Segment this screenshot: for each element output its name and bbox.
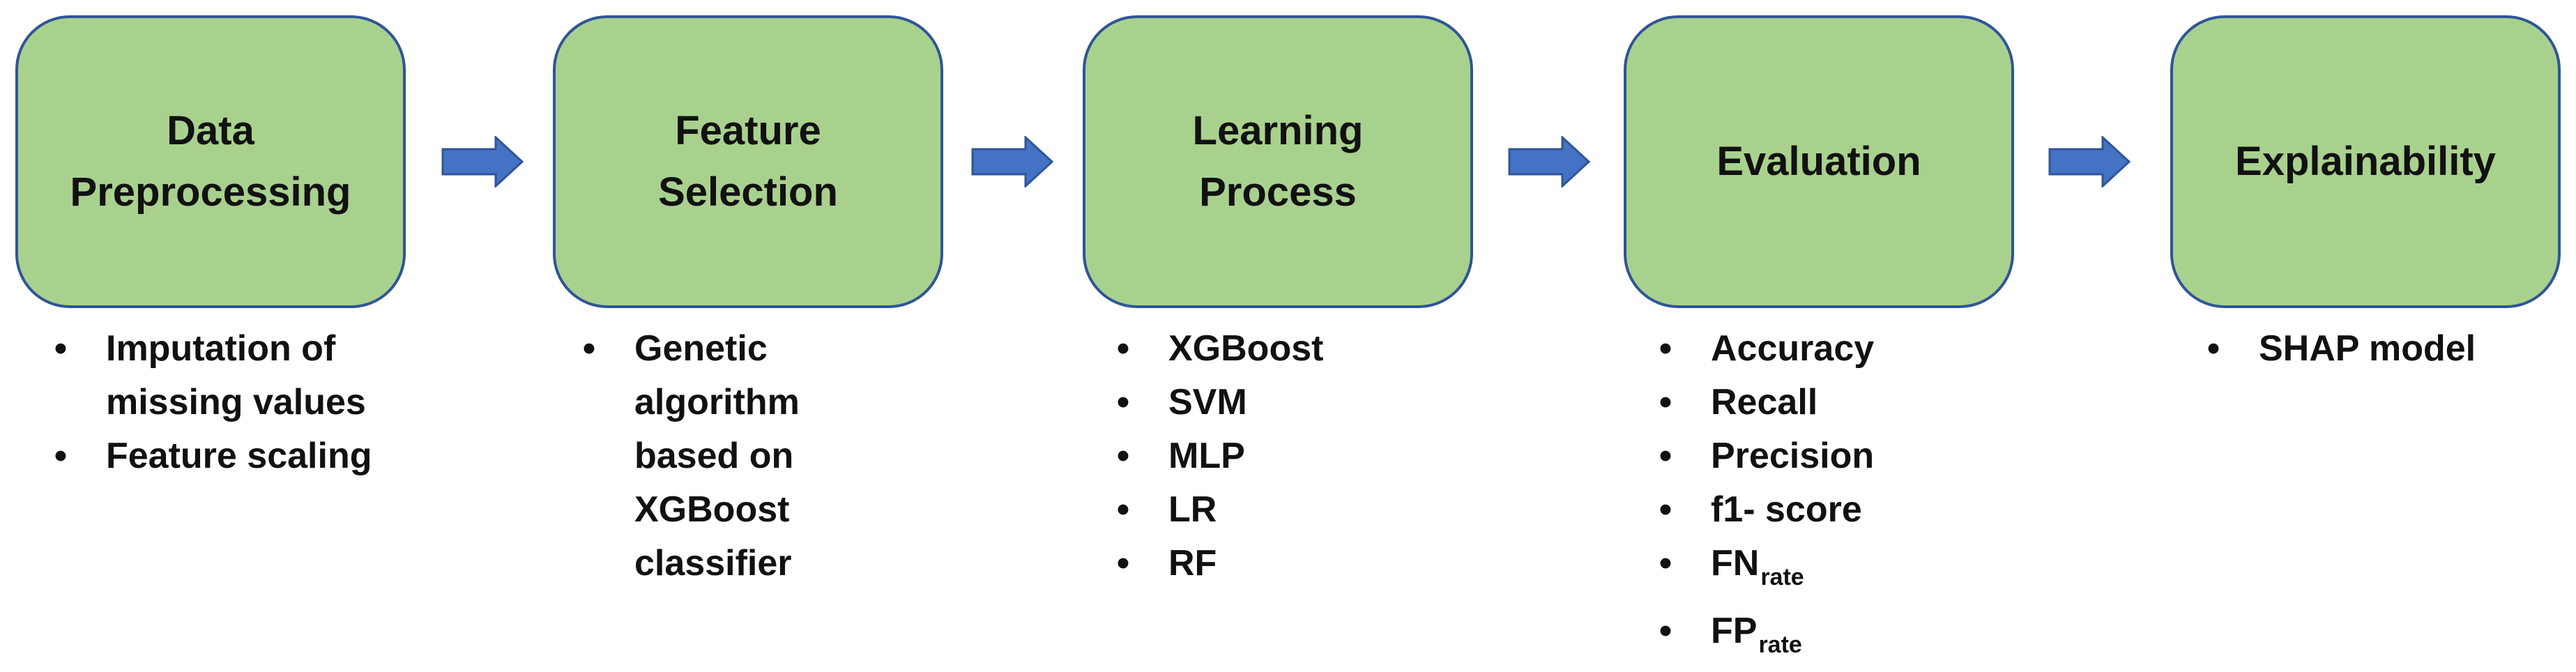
bullet-item: • FPrate bbox=[1648, 604, 1874, 672]
bullet-subscript: rate bbox=[1760, 564, 1804, 590]
stage-title: Explainability bbox=[2235, 139, 2496, 184]
bullet-text: SVM bbox=[1168, 382, 1247, 422]
stage-bullets-evaluation: •Accuracy•Recall•Precision•f1- score•FNr… bbox=[1648, 322, 1874, 672]
bullet-text: Precision bbox=[1711, 436, 1875, 476]
bullet-item: based on bbox=[572, 429, 800, 483]
bullet-item: algorithm bbox=[572, 376, 800, 429]
stage-bullets-feature-selection: • Genetic algorithm based on XGBoost classifi… bbox=[572, 322, 800, 590]
bullet-text: SHAP model bbox=[2259, 328, 2476, 369]
bullet-item: • Precision bbox=[1648, 429, 1874, 483]
bullet-item: • MLP bbox=[1106, 429, 1323, 483]
bullet-dot-icon: • bbox=[1659, 382, 1672, 422]
stage-title: Evaluation bbox=[1716, 139, 1921, 184]
stage-box-explainability: Explainability bbox=[2170, 15, 2561, 308]
bullet-item: • f1- score bbox=[1648, 483, 1874, 537]
bullet-item: XGBoost bbox=[572, 483, 800, 537]
bullet-dot-icon: • bbox=[1116, 436, 1130, 476]
bullet-text: algorithm bbox=[634, 382, 800, 422]
bullet-item: • Recall bbox=[1648, 376, 1874, 429]
stage-box-data-preprocessing: Data Preprocessing bbox=[15, 15, 406, 308]
stage-bullets-data-preprocessing: • Imputation of missing values • Feature sca… bbox=[43, 322, 372, 483]
bullet-item: • Accuracy bbox=[1648, 322, 1874, 376]
bullet-text: FN bbox=[1711, 543, 1760, 583]
bullet-text: classifier bbox=[634, 543, 792, 583]
bullet-dot-icon: • bbox=[2207, 328, 2220, 369]
bullet-item: • SVM bbox=[1106, 376, 1323, 429]
bullet-dot-icon: • bbox=[1659, 328, 1672, 369]
bullet-text: f1- score bbox=[1711, 489, 1862, 530]
stage-bullets-explainability: • SHAP model bbox=[2196, 322, 2476, 376]
bullet-dot-icon: • bbox=[1659, 543, 1672, 583]
stage-box-learning-process: Learning Process bbox=[1083, 15, 1473, 308]
stage-box-evaluation: Evaluation bbox=[1624, 15, 2014, 308]
bullet-dot-icon: • bbox=[1659, 436, 1672, 476]
bullet-item: • FNrate bbox=[1648, 537, 1874, 604]
bullet-item: missing values bbox=[43, 376, 372, 429]
bullet-text: Feature scaling bbox=[106, 436, 372, 476]
bullet-text: FP bbox=[1711, 611, 1758, 651]
bullet-text: missing values bbox=[106, 382, 366, 422]
right-arrow-icon bbox=[971, 136, 1053, 188]
stage-title: Learning Process bbox=[1192, 108, 1364, 215]
bullet-dot-icon: • bbox=[54, 328, 68, 369]
right-arrow-icon bbox=[441, 136, 524, 188]
bullet-dot-icon: • bbox=[54, 436, 68, 476]
stage-title: Data Preprocessing bbox=[70, 108, 351, 215]
bullet-subscript: rate bbox=[1758, 632, 1802, 658]
bullet-text: XGBoost bbox=[634, 489, 790, 530]
bullet-dot-icon: • bbox=[1659, 611, 1672, 651]
bullet-text: RF bbox=[1168, 543, 1217, 583]
bullet-text: based on bbox=[634, 436, 794, 476]
stage-box-feature-selection: Feature Selection bbox=[553, 15, 943, 308]
bullet-dot-icon: • bbox=[582, 328, 596, 369]
bullet-item: • LR bbox=[1106, 483, 1323, 537]
ml-pipeline-diagram: Data Preprocessing • Imputation of missing… bbox=[15, 15, 2561, 658]
bullet-text: Imputation of bbox=[106, 328, 336, 369]
bullet-item: • Feature scaling bbox=[43, 429, 372, 483]
bullet-item: • XGBoost bbox=[1106, 322, 1324, 376]
bullet-dot-icon: • bbox=[1659, 489, 1672, 530]
bullet-text: LR bbox=[1168, 489, 1217, 530]
bullet-text: Genetic bbox=[634, 328, 768, 369]
stage-bullets-learning-process: • XGBoost • SVM • MLP • LR • RF bbox=[1106, 322, 1324, 590]
bullet-dot-icon: • bbox=[1116, 382, 1130, 422]
bullet-text: XGBoost bbox=[1168, 328, 1324, 369]
bullet-text: Accuracy bbox=[1711, 328, 1875, 369]
bullet-item: • RF bbox=[1106, 537, 1323, 590]
bullet-item: • SHAP model bbox=[2196, 322, 2476, 376]
bullet-text: MLP bbox=[1168, 436, 1245, 476]
bullet-dot-icon: • bbox=[1116, 543, 1130, 583]
right-arrow-icon bbox=[2048, 136, 2131, 188]
bullet-text: Recall bbox=[1711, 382, 1818, 422]
stage-title: Feature Selection bbox=[658, 108, 838, 215]
bullet-dot-icon: • bbox=[1116, 328, 1130, 369]
bullet-item: • Imputation of bbox=[43, 322, 372, 376]
bullet-item: classifier bbox=[572, 537, 800, 590]
bullet-item: • Genetic bbox=[572, 322, 800, 376]
right-arrow-icon bbox=[1508, 136, 1590, 188]
bullet-dot-icon: • bbox=[1116, 489, 1130, 530]
